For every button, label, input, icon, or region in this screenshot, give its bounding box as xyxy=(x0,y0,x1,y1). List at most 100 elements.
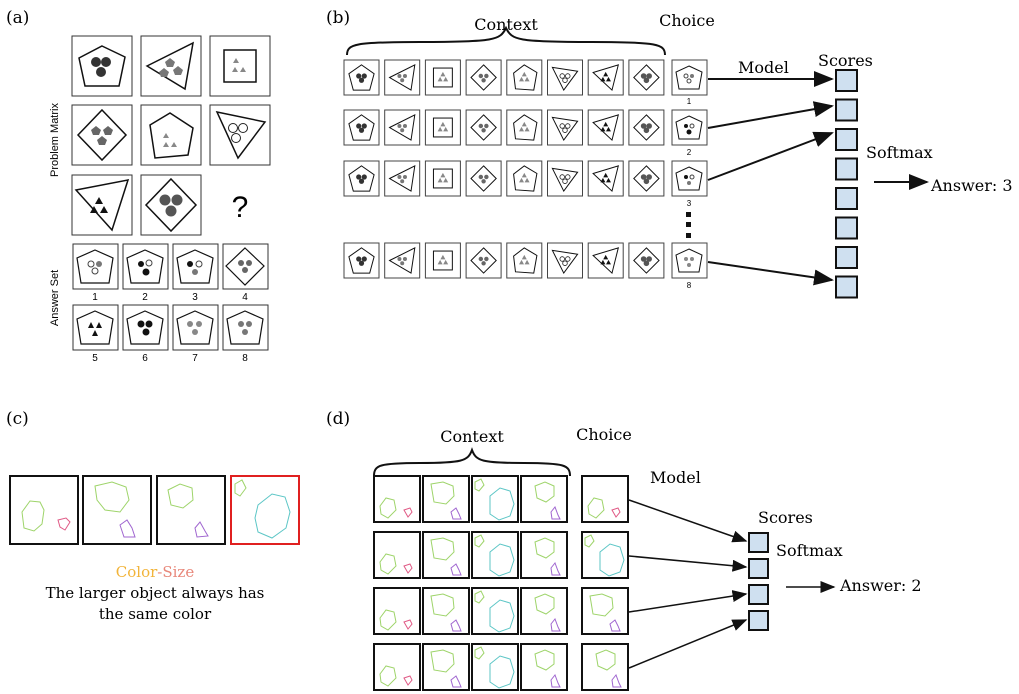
panel-a: Problem Matrix Answer Set xyxy=(49,35,271,364)
matrix-cell xyxy=(140,174,202,236)
context-cell xyxy=(384,160,421,197)
example-cell xyxy=(9,475,79,545)
context-cell xyxy=(628,242,665,279)
context-cell xyxy=(465,59,502,96)
score-box xyxy=(835,187,858,210)
answer-option xyxy=(222,243,269,290)
context-cell xyxy=(422,587,470,635)
matrix-cell xyxy=(209,104,271,166)
context-cell xyxy=(465,109,502,146)
model-arrow xyxy=(628,555,748,572)
context-cell xyxy=(424,242,461,279)
choice-cell xyxy=(671,59,708,96)
matrix-cell xyxy=(140,104,202,166)
example-cell xyxy=(156,475,226,545)
context-cell xyxy=(471,643,519,691)
context-cell xyxy=(628,109,665,146)
choice-cell xyxy=(671,242,708,279)
choice-cell xyxy=(581,531,629,579)
context-cell xyxy=(506,242,543,279)
context-cell xyxy=(587,242,624,279)
answer-option xyxy=(222,304,269,351)
choice-cell xyxy=(581,643,629,691)
context-cell xyxy=(547,109,583,146)
problem-matrix-label: Problem Matrix xyxy=(49,103,61,177)
context-cell xyxy=(373,531,421,579)
score-box xyxy=(835,157,858,181)
answer-number: 2 xyxy=(142,292,148,303)
scores-label: Scores xyxy=(758,508,813,527)
score-box xyxy=(835,69,858,92)
model-label: Model xyxy=(738,58,789,77)
context-cell xyxy=(373,587,421,635)
context-cell xyxy=(506,59,543,96)
matrix-cell xyxy=(140,35,202,97)
context-cell xyxy=(424,160,461,197)
context-cell xyxy=(547,160,583,197)
context-cell xyxy=(587,59,624,96)
context-cell xyxy=(384,109,421,146)
context-cell xyxy=(343,242,380,279)
context-cell xyxy=(424,109,461,146)
answer-number: 7 xyxy=(192,353,198,364)
context-cell xyxy=(422,475,470,523)
ellipsis-dots xyxy=(686,212,691,238)
answer-option xyxy=(172,304,219,351)
context-cell xyxy=(587,109,624,146)
context-cell xyxy=(628,160,665,197)
model-arrow xyxy=(628,590,748,613)
choice-number: 8 xyxy=(687,281,692,290)
score-box xyxy=(835,216,858,240)
context-cell xyxy=(384,59,421,96)
score-box xyxy=(835,128,858,151)
context-brace xyxy=(373,447,571,477)
context-cell xyxy=(547,242,583,279)
answer-number: 8 xyxy=(242,353,248,364)
context-cell xyxy=(520,475,568,523)
panel-d: Context Choice Model Scores Softmax Answ… xyxy=(373,425,922,691)
answer-label: Answer: 3 xyxy=(930,176,1013,195)
answer-option xyxy=(122,304,169,351)
context-cell xyxy=(422,643,470,691)
answer-number: 6 xyxy=(142,353,148,364)
matrix-cell xyxy=(71,174,133,236)
answer-option xyxy=(72,304,119,351)
missing-cell-question-mark: ? xyxy=(232,191,249,224)
context-cell xyxy=(471,531,519,579)
context-label: Context xyxy=(474,15,538,34)
choice-number: 1 xyxy=(687,97,692,106)
context-label: Context xyxy=(440,427,504,446)
panel-d-label: (d) xyxy=(326,409,350,429)
context-cell xyxy=(424,59,461,96)
answer-number: 5 xyxy=(92,353,98,364)
rule-word-size: Size xyxy=(162,563,194,581)
context-cell xyxy=(373,475,421,523)
matrix-cell xyxy=(71,104,133,166)
softmax-label: Softmax xyxy=(776,541,843,560)
panel-b: Context Choice 1 2 3 8 xyxy=(343,11,1013,299)
scores-label: Scores xyxy=(818,51,873,70)
score-box xyxy=(835,98,858,122)
model-arrow xyxy=(707,101,834,129)
answer-cell-highlighted xyxy=(230,475,300,545)
choice-number: 2 xyxy=(687,148,692,157)
context-cell xyxy=(587,160,624,197)
model-arrow xyxy=(628,619,748,669)
context-cell xyxy=(422,531,470,579)
choice-number: 3 xyxy=(687,199,692,208)
model-arrow xyxy=(628,499,748,543)
context-brace xyxy=(346,25,666,56)
choice-cell xyxy=(671,109,708,146)
context-cell xyxy=(520,531,568,579)
choice-cell xyxy=(671,160,708,197)
answer-number: 4 xyxy=(242,292,248,303)
context-cell xyxy=(628,59,665,96)
context-cell xyxy=(343,160,380,197)
context-cell xyxy=(471,475,519,523)
rule-word-color: Color xyxy=(116,563,158,581)
score-box xyxy=(748,610,769,631)
choice-cell xyxy=(581,587,629,635)
rule-separator: - xyxy=(157,563,162,581)
panel-c-label: (c) xyxy=(6,409,29,429)
